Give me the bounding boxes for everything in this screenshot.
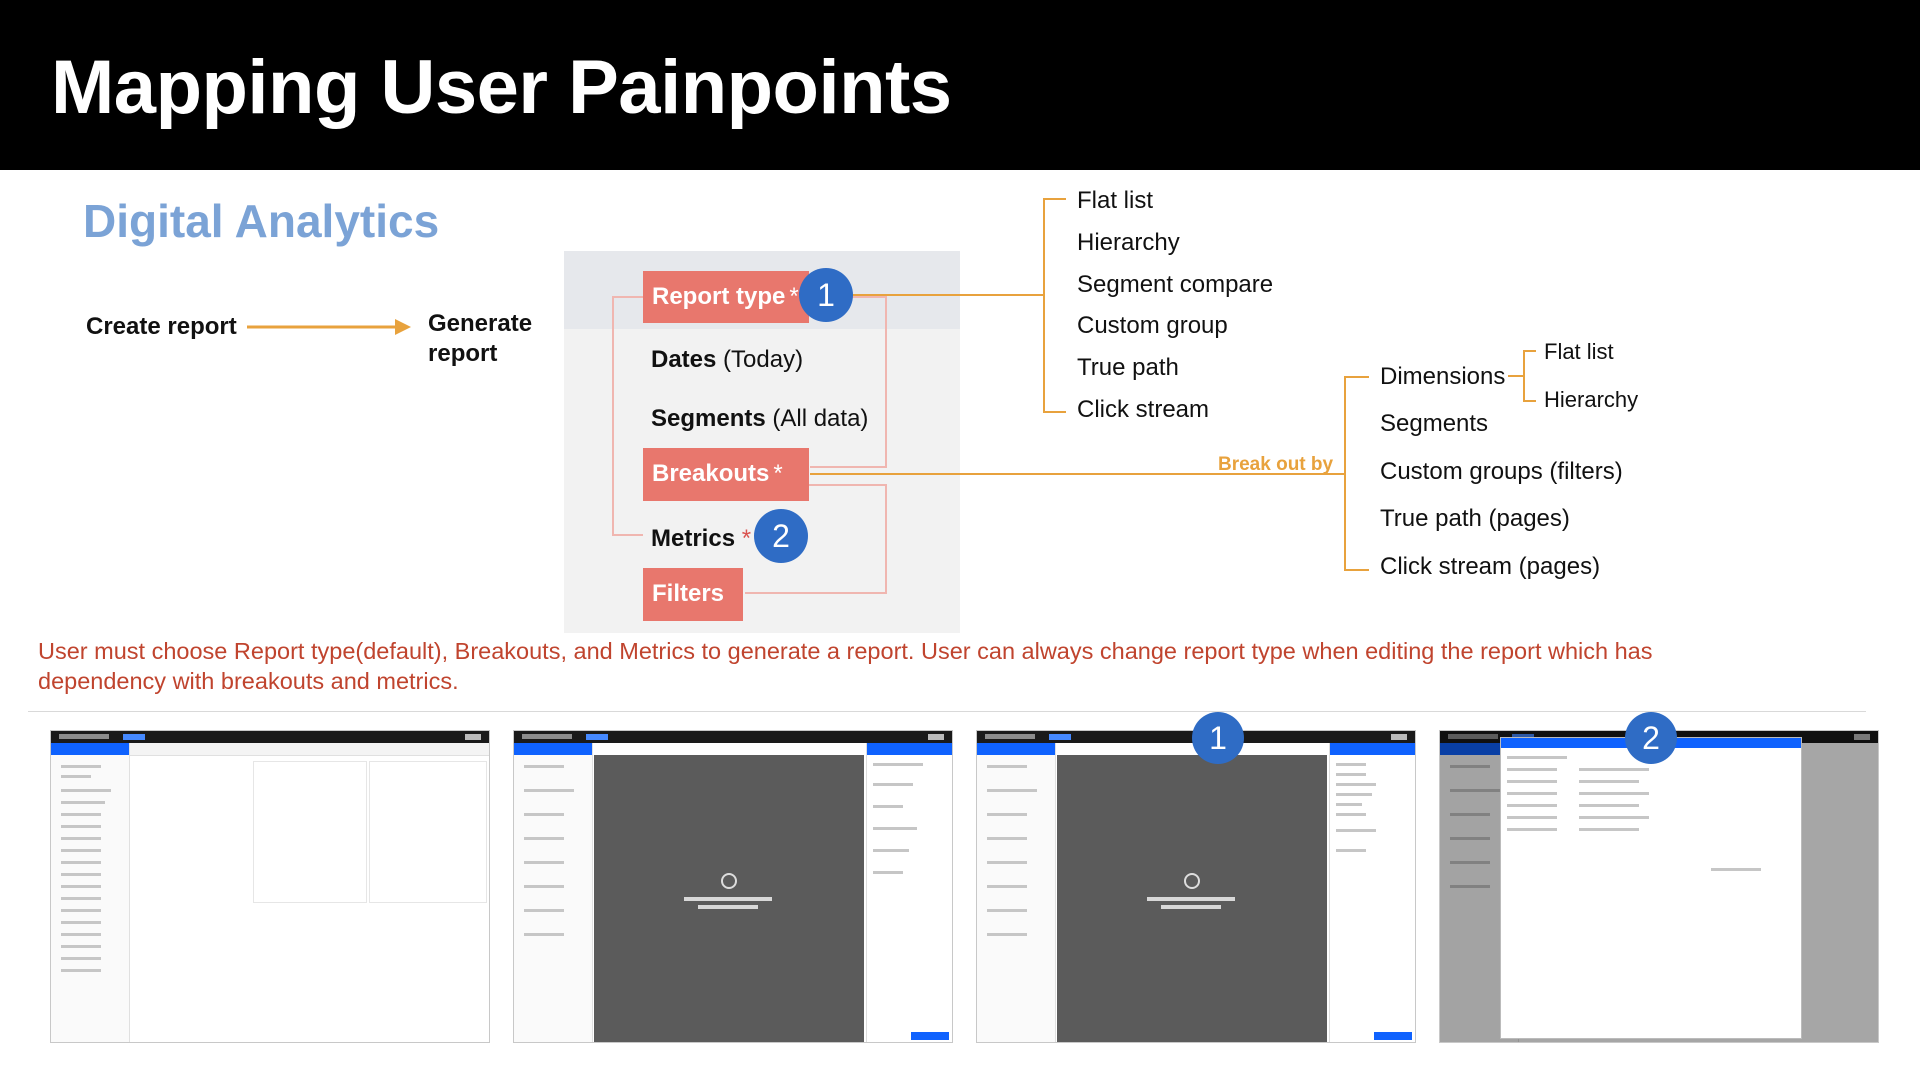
report-card [369, 761, 487, 903]
breakout-option: Dimensions [1380, 363, 1506, 390]
segments-value: (All data) [772, 405, 869, 432]
config-panel [866, 743, 952, 1042]
dimension-option: Flat list [1544, 339, 1614, 364]
report-type-option: Custom group [1077, 312, 1228, 339]
slide-header: Mapping User Painpoints [0, 0, 1920, 170]
breakout-option: Click stream (pages) [1380, 553, 1601, 580]
flow-end-line1: Generate [428, 310, 533, 337]
breakouts-box: Breakouts* [643, 448, 809, 501]
breakout-option: Custom groups (filters) [1380, 458, 1623, 485]
flow-end-label: Generate report [428, 309, 532, 369]
report-type-label: Report type [652, 283, 786, 310]
report-canvas-empty [594, 755, 864, 1042]
screenshot-metrics-modal [1439, 730, 1879, 1043]
report-type-option: Flat list [1077, 187, 1154, 214]
screenshot-empty-report [50, 730, 490, 1043]
report-type-option: Hierarchy [1077, 229, 1180, 256]
app-topbar [51, 731, 489, 743]
flow-arrow [247, 319, 411, 335]
app-tabbar [51, 743, 489, 756]
metrics-modal [1500, 737, 1802, 1039]
divider [28, 711, 1866, 712]
breakout-option: Segments [1380, 410, 1489, 437]
breakouts-label: Breakouts [652, 460, 770, 487]
segments-row: Segments (All data) [651, 405, 868, 433]
flow-end-line2: report [428, 340, 498, 367]
report-type-required-mark: * [789, 283, 799, 310]
report-canvas-empty [1057, 755, 1327, 1042]
badge-2: 2 [754, 509, 808, 563]
app-sidebar [514, 743, 593, 1042]
badge-1: 1 [799, 268, 853, 322]
report-type-box: Report type* [643, 271, 809, 323]
report-type-option: True path [1077, 354, 1179, 381]
slide-title: Mapping User Painpoints [51, 45, 952, 130]
screenshot-config-panel [513, 730, 953, 1043]
report-type-option: Segment compare [1077, 271, 1274, 298]
config-panel [1329, 743, 1415, 1042]
flow-start-label: Create report [86, 313, 237, 340]
dimension-option: Hierarchy [1544, 387, 1639, 412]
metrics-label: Metrics [651, 525, 736, 552]
metrics-required-mark: * [741, 525, 752, 552]
metrics-row: Metrics * [651, 525, 751, 553]
report-card [253, 761, 367, 903]
screenshot-report-type-open [976, 730, 1416, 1043]
app-topbar [514, 731, 952, 743]
app-sidebar [977, 743, 1056, 1042]
app-sidebar [51, 743, 130, 1042]
section-title: Digital Analytics [83, 195, 440, 247]
dates-value: (Today) [723, 346, 804, 373]
dates-row: Dates (Today) [651, 346, 803, 374]
break-out-by-label: Break out by [1218, 454, 1334, 475]
segments-label: Segments [651, 405, 766, 432]
filters-label: Filters [652, 580, 725, 607]
screenshot-badge-2: 2 [1625, 712, 1677, 764]
report-type-option: Click stream [1077, 396, 1210, 423]
painpoint-note: User must choose Report type(default), B… [38, 638, 1653, 694]
screenshot-badge-1: 1 [1192, 712, 1244, 764]
filters-box: Filters [643, 568, 743, 621]
breakouts-required-mark: * [773, 460, 783, 487]
dates-label: Dates [651, 346, 717, 373]
breakout-option: True path (pages) [1380, 505, 1570, 532]
